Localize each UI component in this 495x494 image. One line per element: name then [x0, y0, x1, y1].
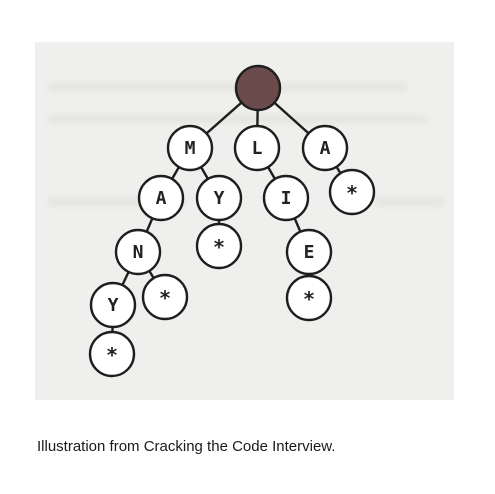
node-label: *	[213, 235, 225, 259]
trie-node-i: I	[262, 174, 310, 222]
node-label: E	[304, 242, 315, 263]
trie-node-n: N	[114, 228, 162, 276]
figure-caption: Illustration from Cracking the Code Inte…	[37, 438, 336, 455]
trie-node-m: M	[166, 124, 214, 172]
trie-node-star-e: *	[285, 274, 333, 322]
trie-diagram: M L A A Y I * N * E Y * * *	[88, 64, 376, 378]
node-circle	[234, 64, 282, 112]
node-circle	[137, 174, 185, 222]
faint-background-text	[375, 197, 445, 207]
node-label: M	[185, 138, 196, 159]
node-circle	[114, 228, 162, 276]
node-label: Y	[214, 188, 225, 209]
node-label: A	[156, 188, 167, 209]
faint-background-text	[47, 82, 407, 92]
node-circle	[301, 124, 349, 172]
trie-node-l: L	[233, 124, 281, 172]
trie-node-e: E	[285, 228, 333, 276]
node-label: Y	[108, 295, 119, 316]
node-circle	[233, 124, 281, 172]
node-circle	[141, 273, 189, 321]
trie-node-star-y2: *	[88, 330, 136, 378]
trie-node-y2: Y	[89, 281, 137, 329]
node-circle	[195, 174, 243, 222]
node-circle	[262, 174, 310, 222]
node-label: *	[303, 287, 315, 311]
node-circle	[285, 274, 333, 322]
trie-illustration: M L A A Y I * N * E Y * * *	[35, 42, 454, 400]
trie-node-star-a1: *	[328, 168, 376, 216]
node-circle	[328, 168, 376, 216]
trie-node-star-y1: *	[195, 222, 243, 270]
node-circle	[285, 228, 333, 276]
trie-node-a1: A	[301, 124, 349, 172]
node-label: *	[106, 343, 118, 367]
node-label: L	[252, 138, 263, 159]
node-label: *	[346, 181, 358, 205]
faint-background-text	[47, 114, 427, 124]
trie-node-star-n: *	[141, 273, 189, 321]
trie-root-node	[234, 64, 282, 112]
node-label: *	[159, 286, 171, 310]
node-circle	[89, 281, 137, 329]
trie-node-a2: A	[137, 174, 185, 222]
node-circle	[88, 330, 136, 378]
trie-node-y1: Y	[195, 174, 243, 222]
faint-background-text	[47, 197, 187, 207]
node-label: I	[281, 188, 292, 209]
node-label: A	[320, 138, 331, 159]
node-circle	[195, 222, 243, 270]
node-label: N	[133, 242, 144, 263]
node-circle	[166, 124, 214, 172]
